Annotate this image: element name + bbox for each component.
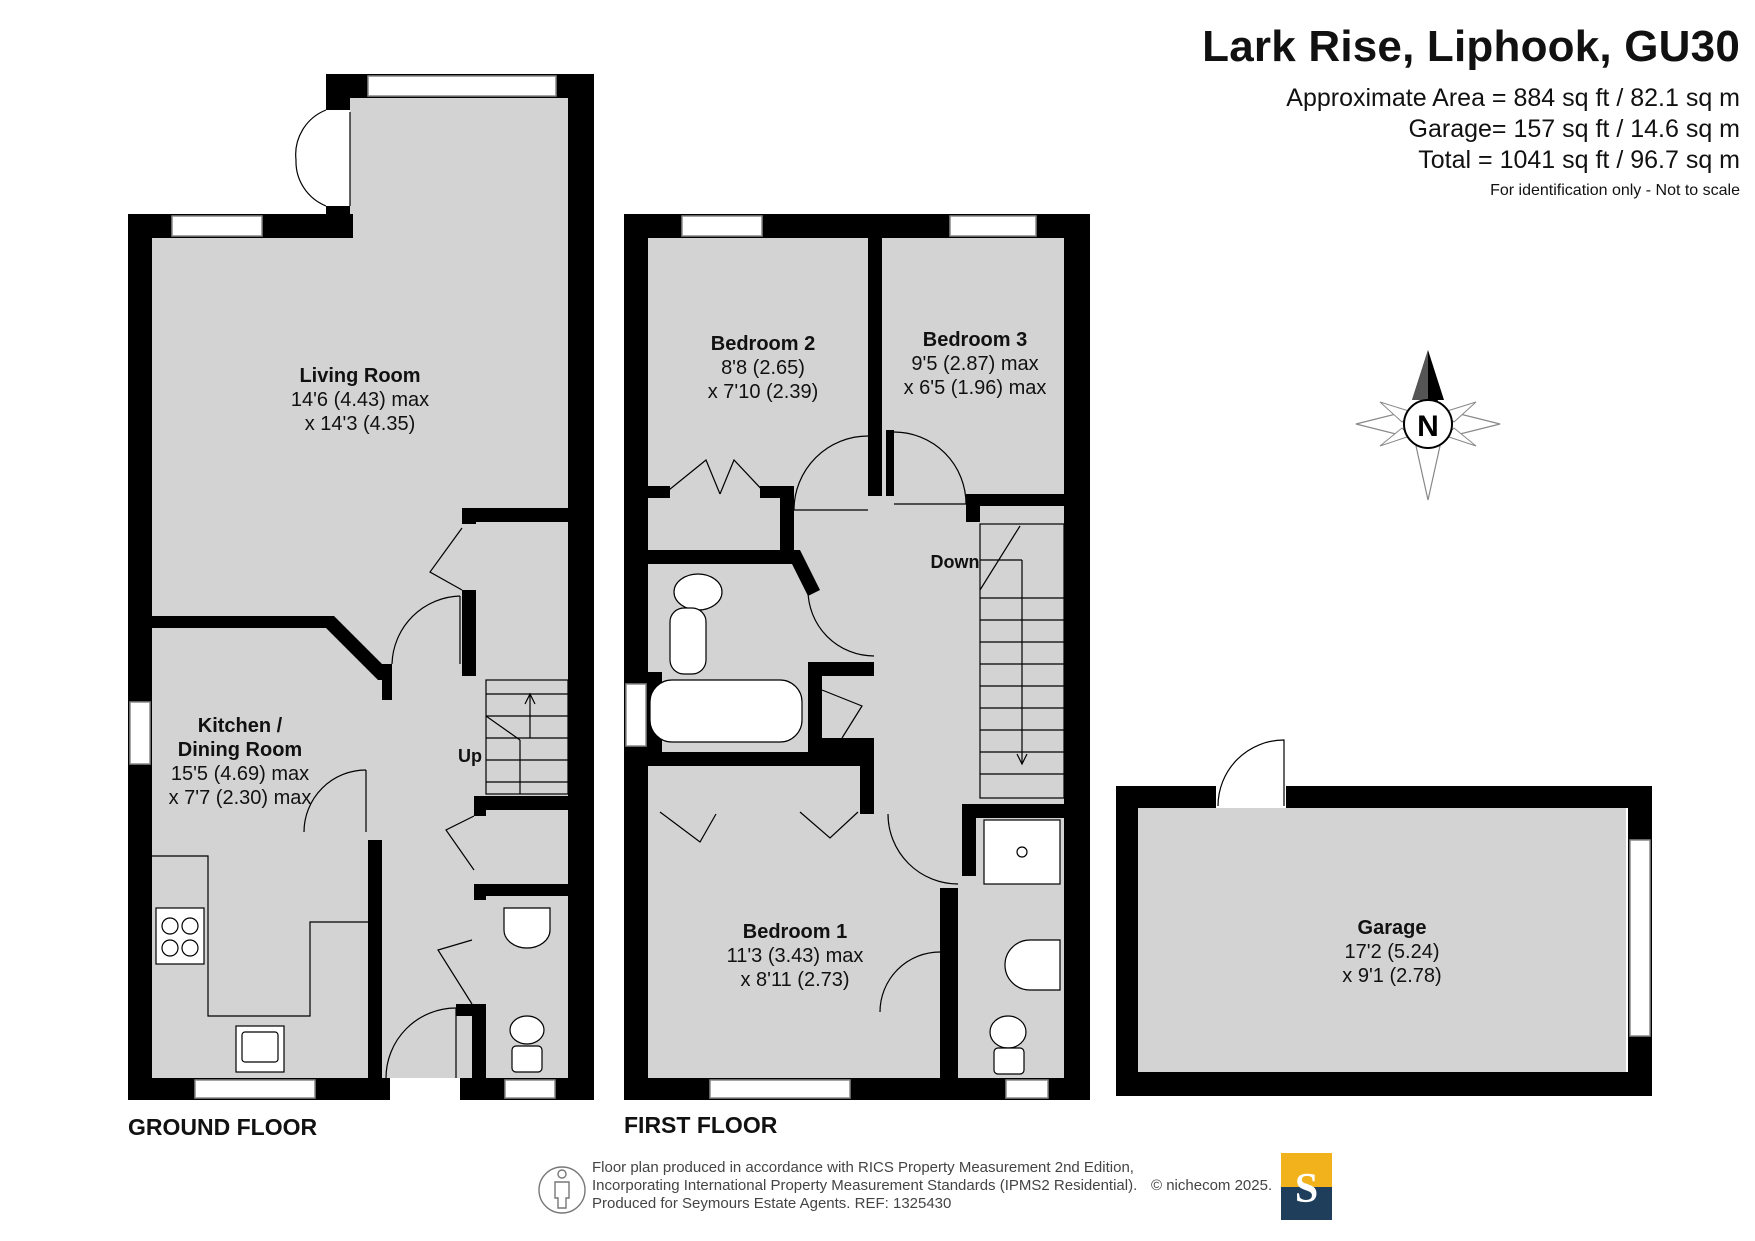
- room-bedroom1-dim2: x 8'11 (2.73): [740, 969, 849, 991]
- ground-internal-walls: [152, 508, 568, 1078]
- agent-logo: S: [1281, 1153, 1332, 1220]
- stairs-down-label: Down: [931, 552, 980, 572]
- footer-line-2: Incorporating International Property Mea…: [592, 1177, 1138, 1194]
- property-title: Lark Rise, Liphook, GU30: [1202, 22, 1740, 71]
- person-scale-icon: [538, 1166, 586, 1214]
- room-bedroom3-dim2: x 6'5 (1.96) max: [904, 377, 1047, 399]
- compass-north-label: N: [1417, 410, 1439, 443]
- kitchen-units: [152, 855, 368, 1073]
- compass-rose: N: [1355, 350, 1501, 501]
- footer-line-3: Produced for Seymours Estate Agents. REF…: [592, 1195, 952, 1212]
- ground-door-swings: [295, 109, 475, 1079]
- stairs-up-label: Up: [458, 746, 482, 766]
- room-labels: Living Room 14'6 (4.43) max x 14'3 (4.35…: [169, 329, 1442, 991]
- ground-floor-plan: [128, 74, 594, 1100]
- bathroom-fittings: [649, 573, 1061, 1075]
- french-door-gap: [326, 110, 350, 206]
- garage-door-swing: [1217, 739, 1285, 807]
- room-bedroom3-dim1: 9'5 (2.87) max: [911, 353, 1038, 375]
- ground-wc-fittings: [503, 907, 551, 1073]
- first-stairs: [979, 523, 1065, 799]
- room-bedroom1-name: Bedroom 1: [743, 921, 847, 943]
- front-door-gap: [390, 1078, 460, 1100]
- garage-side-door-gap: [1216, 786, 1286, 808]
- garage-plan: [1116, 739, 1652, 1096]
- room-kitchen-name1: Kitchen /: [198, 715, 283, 737]
- footer-disclaimer: Floor plan produced in accordance with R…: [592, 1159, 1137, 1213]
- identification-note: For identification only - Not to scale: [1490, 182, 1740, 199]
- room-bedroom3-name: Bedroom 3: [923, 329, 1027, 351]
- ground-floor-area: [152, 98, 568, 1078]
- ground-stairs: [485, 679, 569, 795]
- first-floor-label: FIRST FLOOR: [624, 1112, 778, 1138]
- first-floor-area: [648, 238, 1064, 1078]
- total-area: Total = 1041 sq ft / 96.7 sq m: [1418, 146, 1740, 174]
- ground-floor-label: GROUND FLOOR: [128, 1114, 318, 1140]
- ground-windows: [129, 75, 557, 1099]
- room-kitchen-dim1: 15'5 (4.69) max: [171, 763, 309, 785]
- first-floor-plan: [624, 214, 1090, 1100]
- room-bedroom1-dim1: 11'3 (3.43) max: [727, 945, 864, 967]
- garage-door: [1629, 839, 1651, 1037]
- garage-area: Garage= 157 sq ft / 14.6 sq m: [1408, 115, 1740, 143]
- room-kitchen-dim2: x 7'7 (2.30) max: [169, 787, 312, 809]
- room-bedroom2-dim2: x 7'10 (2.39): [708, 381, 819, 403]
- room-bedroom2-name: Bedroom 2: [711, 333, 815, 355]
- garage-area: [1138, 808, 1626, 1072]
- first-door-swings: [659, 431, 967, 1013]
- room-living-dim1: 14'6 (4.43) max: [291, 389, 429, 411]
- approximate-area: Approximate Area = 884 sq ft / 82.1 sq m: [1286, 84, 1740, 112]
- room-kitchen-name2: Dining Room: [178, 739, 302, 761]
- footer-copyright: © nichecom 2025.: [1151, 1177, 1273, 1194]
- room-living-name: Living Room: [299, 365, 420, 387]
- room-garage-dim2: x 9'1 (2.78): [1342, 965, 1441, 987]
- first-windows: [625, 215, 1049, 1099]
- room-living-dim2: x 14'3 (4.35): [305, 413, 416, 435]
- first-internal-walls: [648, 238, 1064, 1078]
- agent-logo-letter: S: [1295, 1166, 1318, 1212]
- room-garage-name: Garage: [1358, 917, 1427, 939]
- room-garage-dim1: 17'2 (5.24): [1345, 941, 1440, 963]
- room-bedroom2-dim1: 8'8 (2.65): [721, 357, 805, 379]
- footer-line-1: Floor plan produced in accordance with R…: [592, 1159, 1134, 1176]
